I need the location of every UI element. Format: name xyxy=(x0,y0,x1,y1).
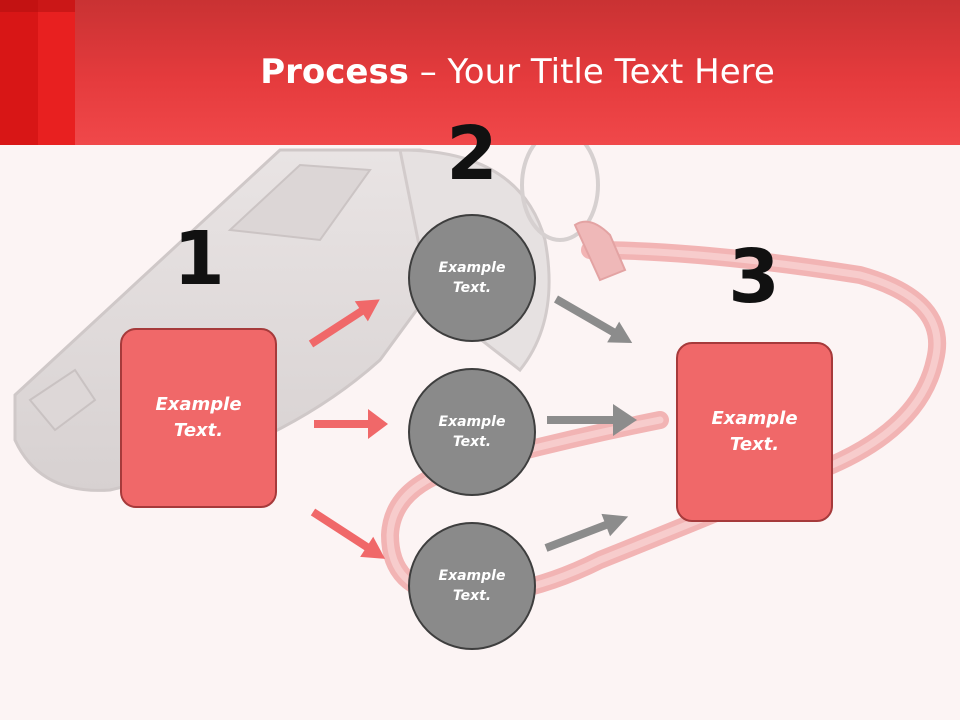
step-2-circle-bottom-text: Example Text. xyxy=(438,567,506,604)
step-1-text: Example Text. xyxy=(155,393,242,441)
corner-accent-top xyxy=(0,0,75,12)
arrow-icon xyxy=(310,508,386,559)
arrow-icon xyxy=(547,404,637,436)
lanyard-cord-inner xyxy=(386,246,941,600)
whistle-groove xyxy=(28,368,97,432)
title-bar xyxy=(0,0,960,145)
corner-accent-dark xyxy=(0,0,38,145)
arrow-icon xyxy=(554,295,633,343)
step-2-circle-middle: Example Text. xyxy=(408,368,536,496)
whistle-ring xyxy=(520,145,600,242)
step-3-text: Example Text. xyxy=(711,407,798,455)
step-2-circle-top-text: Example Text. xyxy=(438,259,506,296)
step-2-circle-top: Example Text. xyxy=(408,214,536,342)
step-2-circle-bottom: Example Text. xyxy=(408,522,536,650)
step-2-circle-middle-text: Example Text. xyxy=(438,413,506,450)
title-rest: – Your Title Text Here xyxy=(408,52,775,92)
step-number-2: 2 xyxy=(446,111,498,197)
step-number-1: 1 xyxy=(173,216,225,302)
whistle-slot xyxy=(227,163,372,242)
step-number-3: 3 xyxy=(728,234,780,320)
arrow-icon xyxy=(308,299,380,348)
slide-title: Process – Your Title Text Here xyxy=(75,52,960,92)
step-3-box: Example Text. xyxy=(676,342,833,522)
arrow-icon xyxy=(314,409,388,439)
title-bold: Process xyxy=(260,52,409,92)
step-1-box: Example Text. xyxy=(120,328,277,508)
lanyard-clip xyxy=(573,220,627,282)
arrow-icon xyxy=(544,513,629,552)
